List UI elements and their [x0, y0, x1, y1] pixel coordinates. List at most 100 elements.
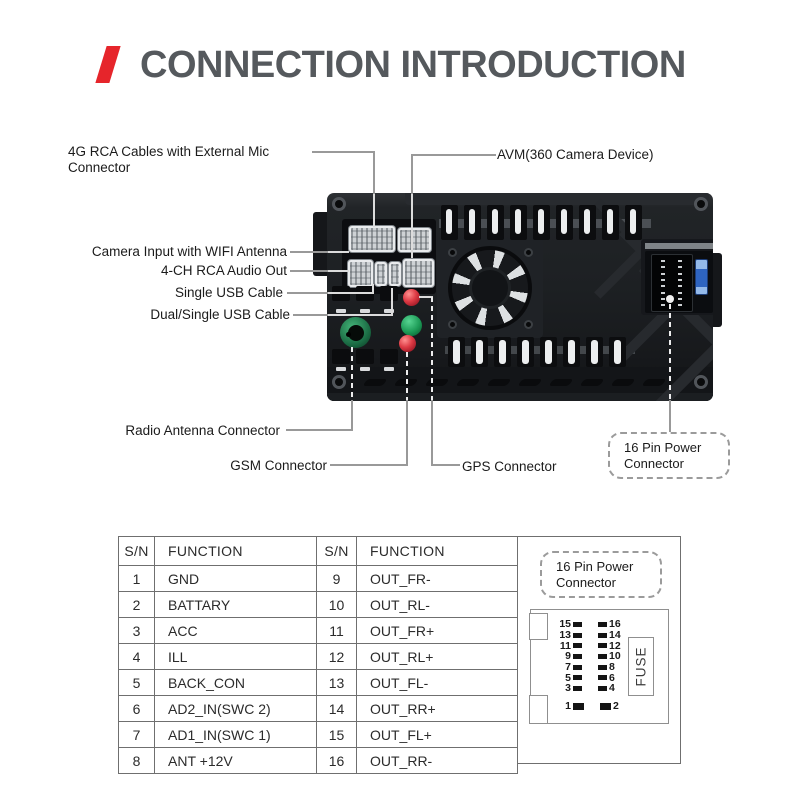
leader-line: [290, 270, 328, 272]
leader-line: [312, 151, 374, 153]
table-cell: OUT_RL+: [356, 643, 518, 670]
table-cell: 2: [118, 591, 155, 618]
label-single-usb: Single USB Cable: [174, 285, 283, 300]
power-connector-callout-label: 16 Pin Power Connector: [556, 558, 634, 590]
terminal-slot: [336, 367, 346, 371]
socket-pin: [678, 285, 682, 288]
fuse-label: FUSE: [633, 646, 649, 687]
table-cell: 4: [118, 643, 155, 670]
pin-number: 8: [609, 661, 615, 674]
vent-slot-opening: [469, 209, 475, 234]
vent-slot-opening: [584, 209, 590, 234]
pin-contact: [598, 643, 607, 649]
gsm-connector: [401, 315, 422, 336]
leader-line: [293, 314, 328, 316]
terminal-slot: [384, 309, 394, 313]
vent-slot: [579, 205, 596, 240]
table-cell: OUT_RR-: [356, 747, 518, 774]
vent-slot: [510, 205, 527, 240]
pin-contact: [598, 621, 607, 627]
terminal-slot: [360, 367, 370, 371]
socket-pin: [661, 297, 665, 300]
socket-pin: [661, 266, 665, 269]
vent-slot-opening: [591, 340, 598, 364]
gps-connector: [403, 289, 420, 306]
connector-notch: [529, 695, 548, 724]
rca-4g-connector: [349, 226, 395, 252]
pin-contact: [573, 621, 582, 627]
vent-slot-opening: [538, 209, 544, 234]
terminal-slot: [384, 367, 394, 371]
table-cell: 9: [316, 565, 357, 592]
usb-connector: [375, 262, 387, 286]
leader-line: [373, 151, 375, 194]
vent-slot: [533, 205, 550, 240]
screw-hole: [332, 375, 346, 389]
power-connector-callout-bottom: 16 Pin Power Connector: [540, 551, 662, 598]
vent-slot: [441, 205, 458, 240]
label-camera-input: Camera Input with WIFI Antenna: [91, 244, 287, 259]
table-header-cell: S/N: [118, 536, 155, 566]
leader-line: [286, 429, 352, 431]
leader-line: [372, 284, 374, 293]
vent-slot-opening: [630, 209, 636, 234]
leader-line: [328, 251, 349, 253]
rca-audio-connector: [403, 259, 434, 287]
vent-slot: [609, 337, 626, 367]
vent-slot: [464, 205, 481, 240]
table-cell: 13: [316, 669, 357, 696]
power-connector-callout: 16 Pin Power Connector: [608, 432, 730, 479]
table-cell: 6: [118, 695, 155, 722]
table-cell: BATTARY: [154, 591, 317, 618]
pin-number: 9: [565, 650, 571, 663]
terminal-block: [356, 349, 374, 364]
table-header-cell: FUNCTION: [356, 536, 518, 566]
vent-slot-opening: [568, 340, 575, 364]
label-avm: AVM(360 Camera Device): [497, 147, 654, 162]
table-cell: OUT_FL+: [356, 721, 518, 748]
vent-slot: [563, 337, 580, 367]
fan-screw-hole: [524, 248, 533, 257]
pin-number: 11: [559, 639, 571, 652]
socket-pin: [678, 260, 682, 262]
table-cell: 7: [118, 721, 155, 748]
leader-line: [431, 297, 433, 400]
table-cell: AD1_IN(SWC 1): [154, 721, 317, 748]
fan-hub: [469, 267, 511, 309]
vent-slot: [471, 337, 488, 367]
vent-slot-opening: [607, 209, 613, 234]
vent-slot-opening: [522, 340, 529, 364]
screw-hole: [694, 197, 708, 211]
table-cell: AD2_IN(SWC 2): [154, 695, 317, 722]
leader-line: [287, 292, 328, 294]
table-cell: ACC: [154, 617, 317, 644]
device-side-tab: [313, 212, 329, 276]
radio-antenna-core: [348, 325, 364, 341]
pin-number: 2: [613, 700, 619, 713]
leader-line: [351, 400, 353, 431]
leader-line: [669, 304, 671, 400]
usb-connector: [389, 262, 401, 286]
socket-pin: [661, 278, 665, 281]
vent-slot: [487, 205, 504, 240]
avm-connector: [398, 228, 431, 252]
vent-slot-opening: [545, 340, 552, 364]
fan-screw-hole: [448, 248, 457, 257]
socket-pin: [678, 291, 682, 294]
terminal-block: [380, 349, 398, 364]
table-cell: 8: [118, 747, 155, 774]
table-cell: 14: [316, 695, 357, 722]
pin-number: 10: [609, 650, 621, 663]
vent-slot-opening: [614, 340, 621, 364]
leader-line: [406, 400, 408, 466]
device-side-tab: [710, 253, 722, 327]
